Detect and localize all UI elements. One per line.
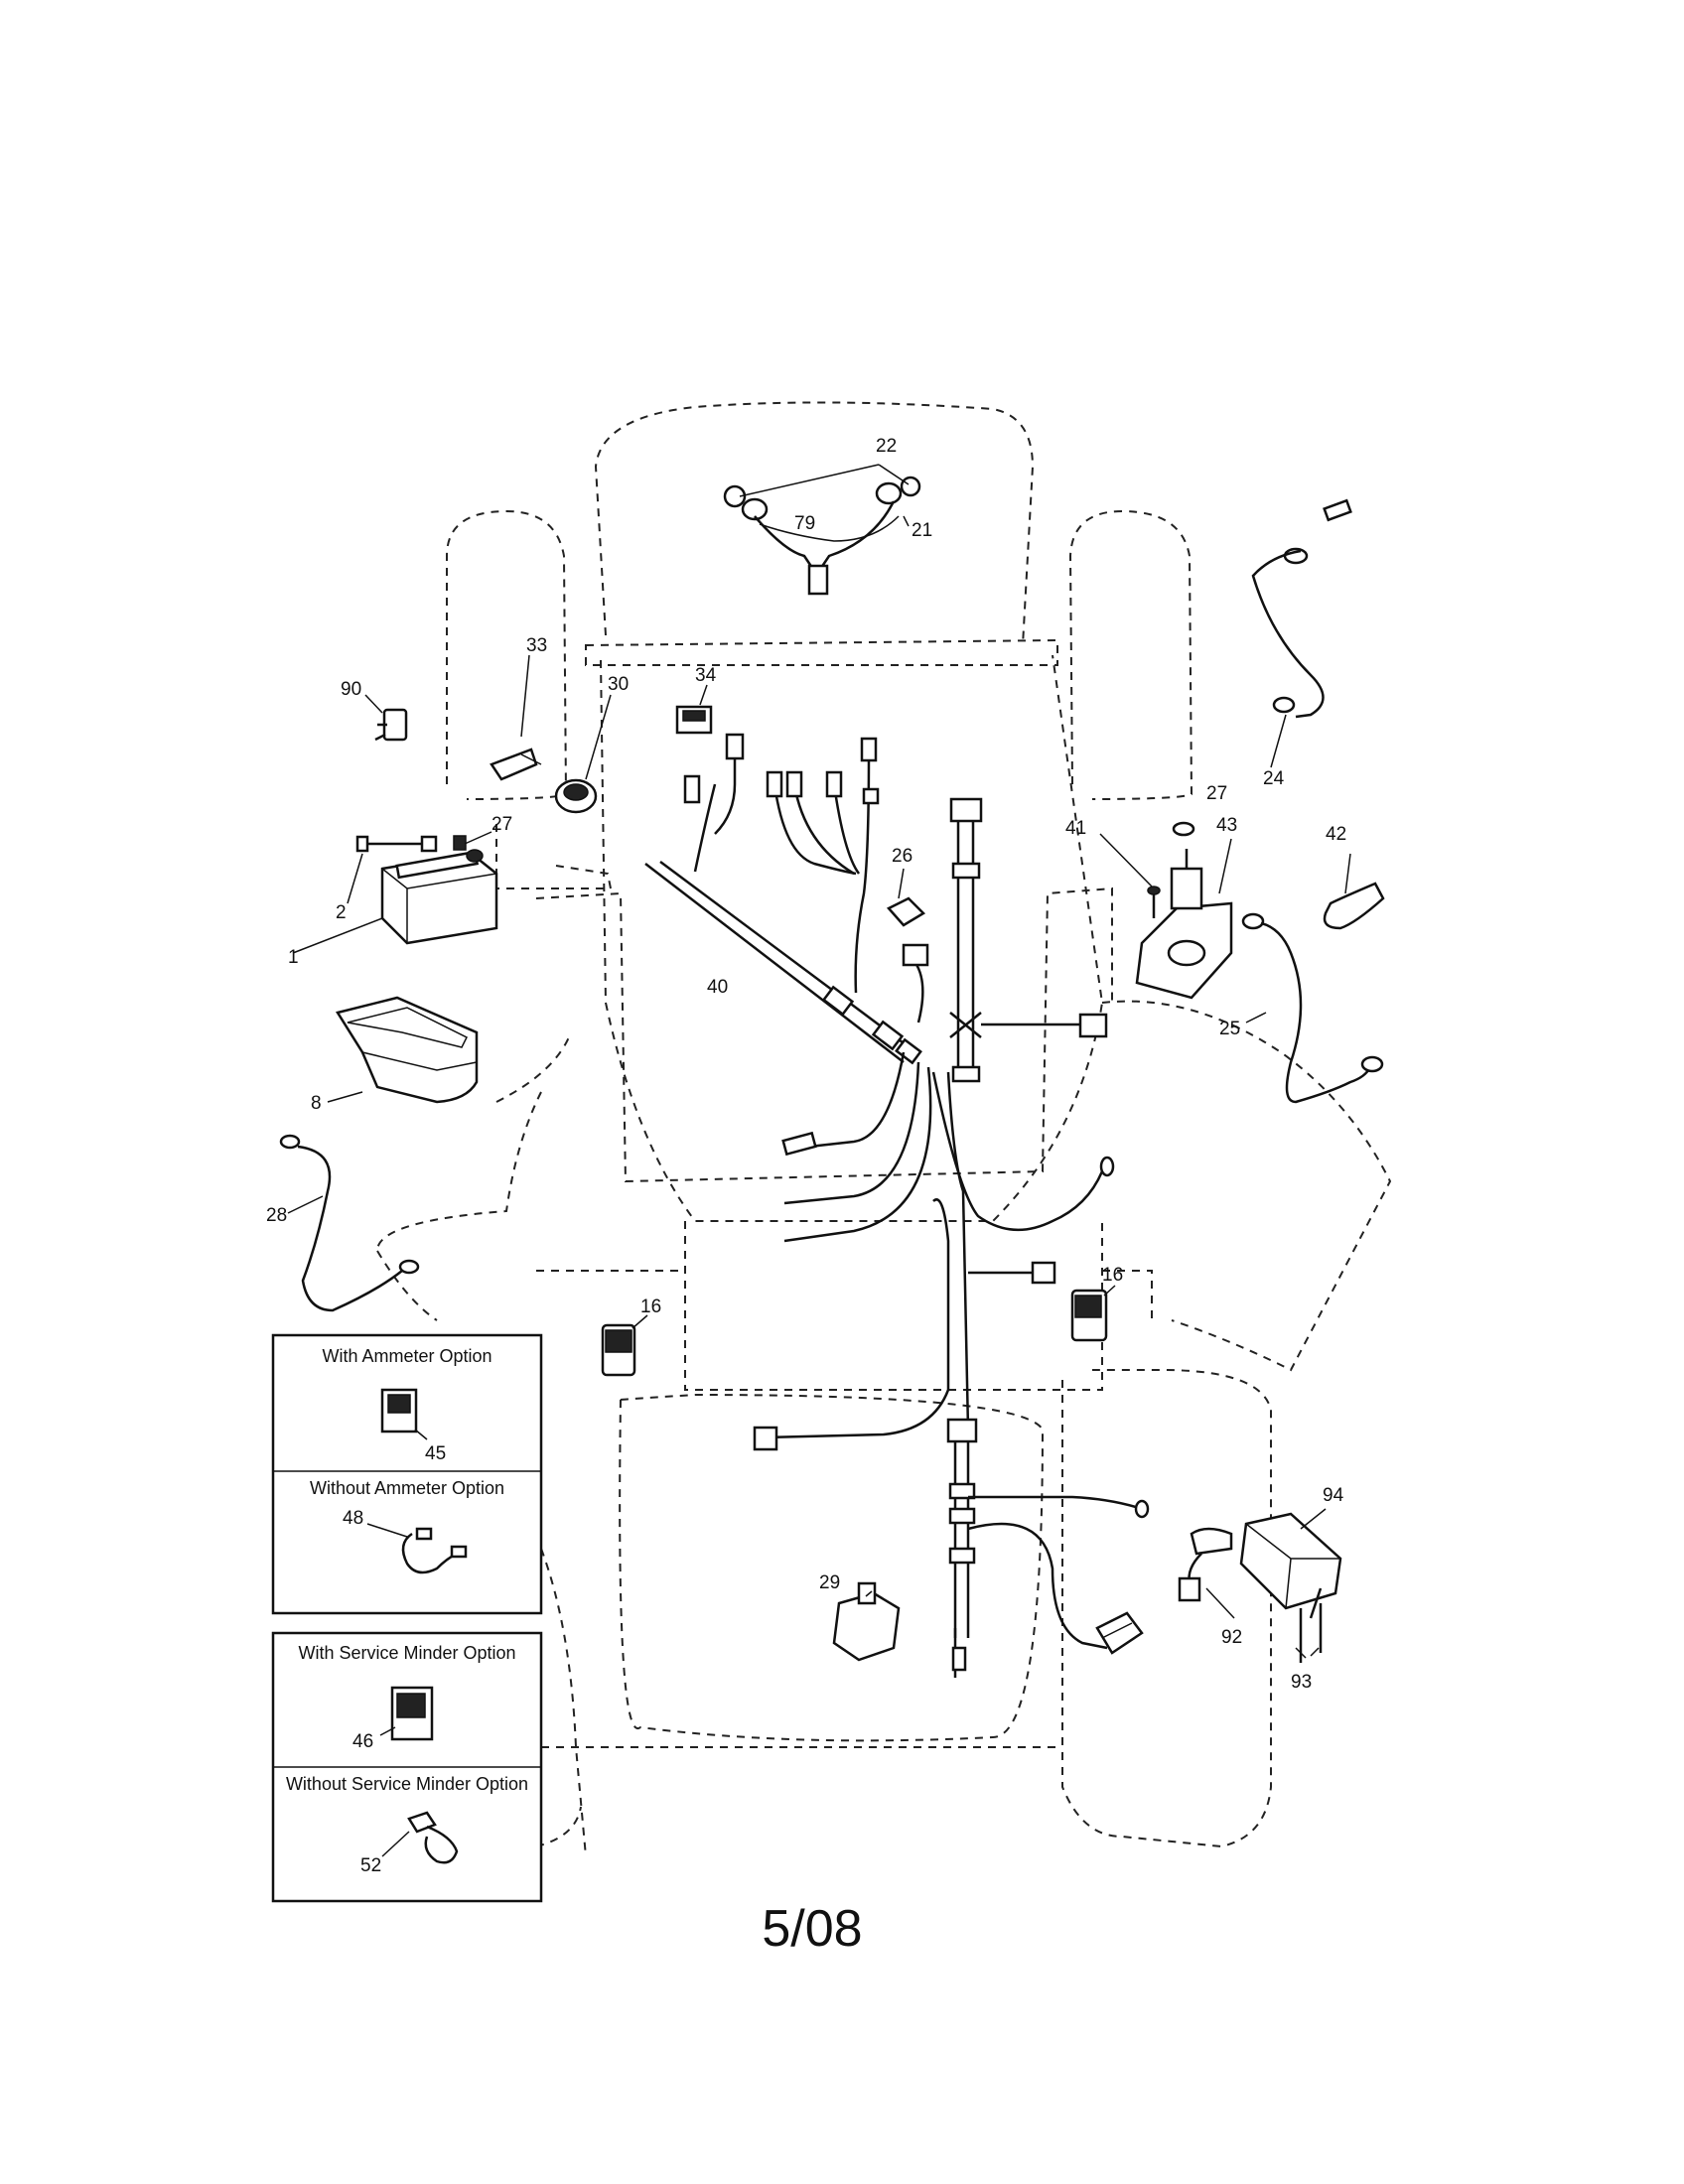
callout-30: 30 [608,674,629,695]
callout-42: 42 [1326,824,1346,845]
ground-cable-28 [279,1134,420,1312]
callout-27-battery: 27 [491,814,512,835]
ignition-switch [554,694,612,814]
callout-90: 90 [341,679,361,700]
callout-25: 25 [1219,1019,1240,1039]
battery [292,849,498,954]
option-box-labels: With Ammeter Option Without Ammeter Opti… [286,1346,528,1794]
callout-16-right: 16 [1102,1265,1123,1286]
headlight-assembly [723,464,921,596]
with-ammeter-label: With Ammeter Option [322,1346,491,1366]
ammeter-option-box [271,1333,543,1615]
callout-26: 26 [892,846,912,867]
wire-harness [644,733,1150,1678]
callout-45: 45 [425,1443,446,1464]
battery-cable-24 [1251,498,1352,768]
callout-40: 40 [707,977,728,998]
without-ammeter-label: Without Ammeter Option [310,1478,504,1498]
service-minder-option-box [271,1631,543,1903]
battery-bolt [347,831,492,904]
date-code: 5/08 [762,1900,862,1958]
without-service-minder-label: Without Service Minder Option [286,1774,528,1794]
terminal-boot [1323,853,1385,930]
callout-94: 94 [1323,1485,1344,1506]
seat-switch-right [1070,1285,1116,1342]
callout-24: 24 [1263,768,1285,789]
callout-92: 92 [1221,1627,1242,1648]
starter-solenoid [1099,821,1233,1000]
ignition-key [490,654,542,781]
callout-48: 48 [343,1508,363,1529]
callout-52: 52 [360,1855,381,1876]
callout-29: 29 [819,1572,840,1593]
callout-1: 1 [288,947,299,968]
callout-93: 93 [1291,1672,1312,1693]
battery-cable-25 [1241,912,1384,1104]
fuse-holder [364,694,408,742]
callout-34: 34 [695,665,717,686]
light-switch [675,684,713,735]
callout-28: 28 [266,1205,287,1226]
reverse-switch [1178,1508,1342,1663]
callout-8: 8 [311,1093,322,1114]
battery-tray [327,996,479,1104]
callout-41: 41 [1065,818,1086,839]
with-service-minder-label: With Service Minder Option [298,1643,515,1663]
seat-switch-left [601,1314,648,1377]
callout-46: 46 [352,1731,373,1752]
callout-2: 2 [336,902,347,923]
pto-switch [832,1581,901,1662]
harness-connector [1095,1611,1144,1655]
fuse [886,868,926,927]
callout-27-solenoid: 27 [1206,783,1227,804]
callout-33: 33 [526,635,547,656]
callout-43: 43 [1216,815,1237,836]
callout-labels: 22 79 21 33 90 30 34 27 2 1 8 28 40 26 2… [266,436,1346,1876]
callout-79: 79 [794,513,815,534]
callout-21: 21 [912,520,932,541]
callout-22: 22 [876,436,897,457]
callout-16-left: 16 [640,1297,661,1317]
